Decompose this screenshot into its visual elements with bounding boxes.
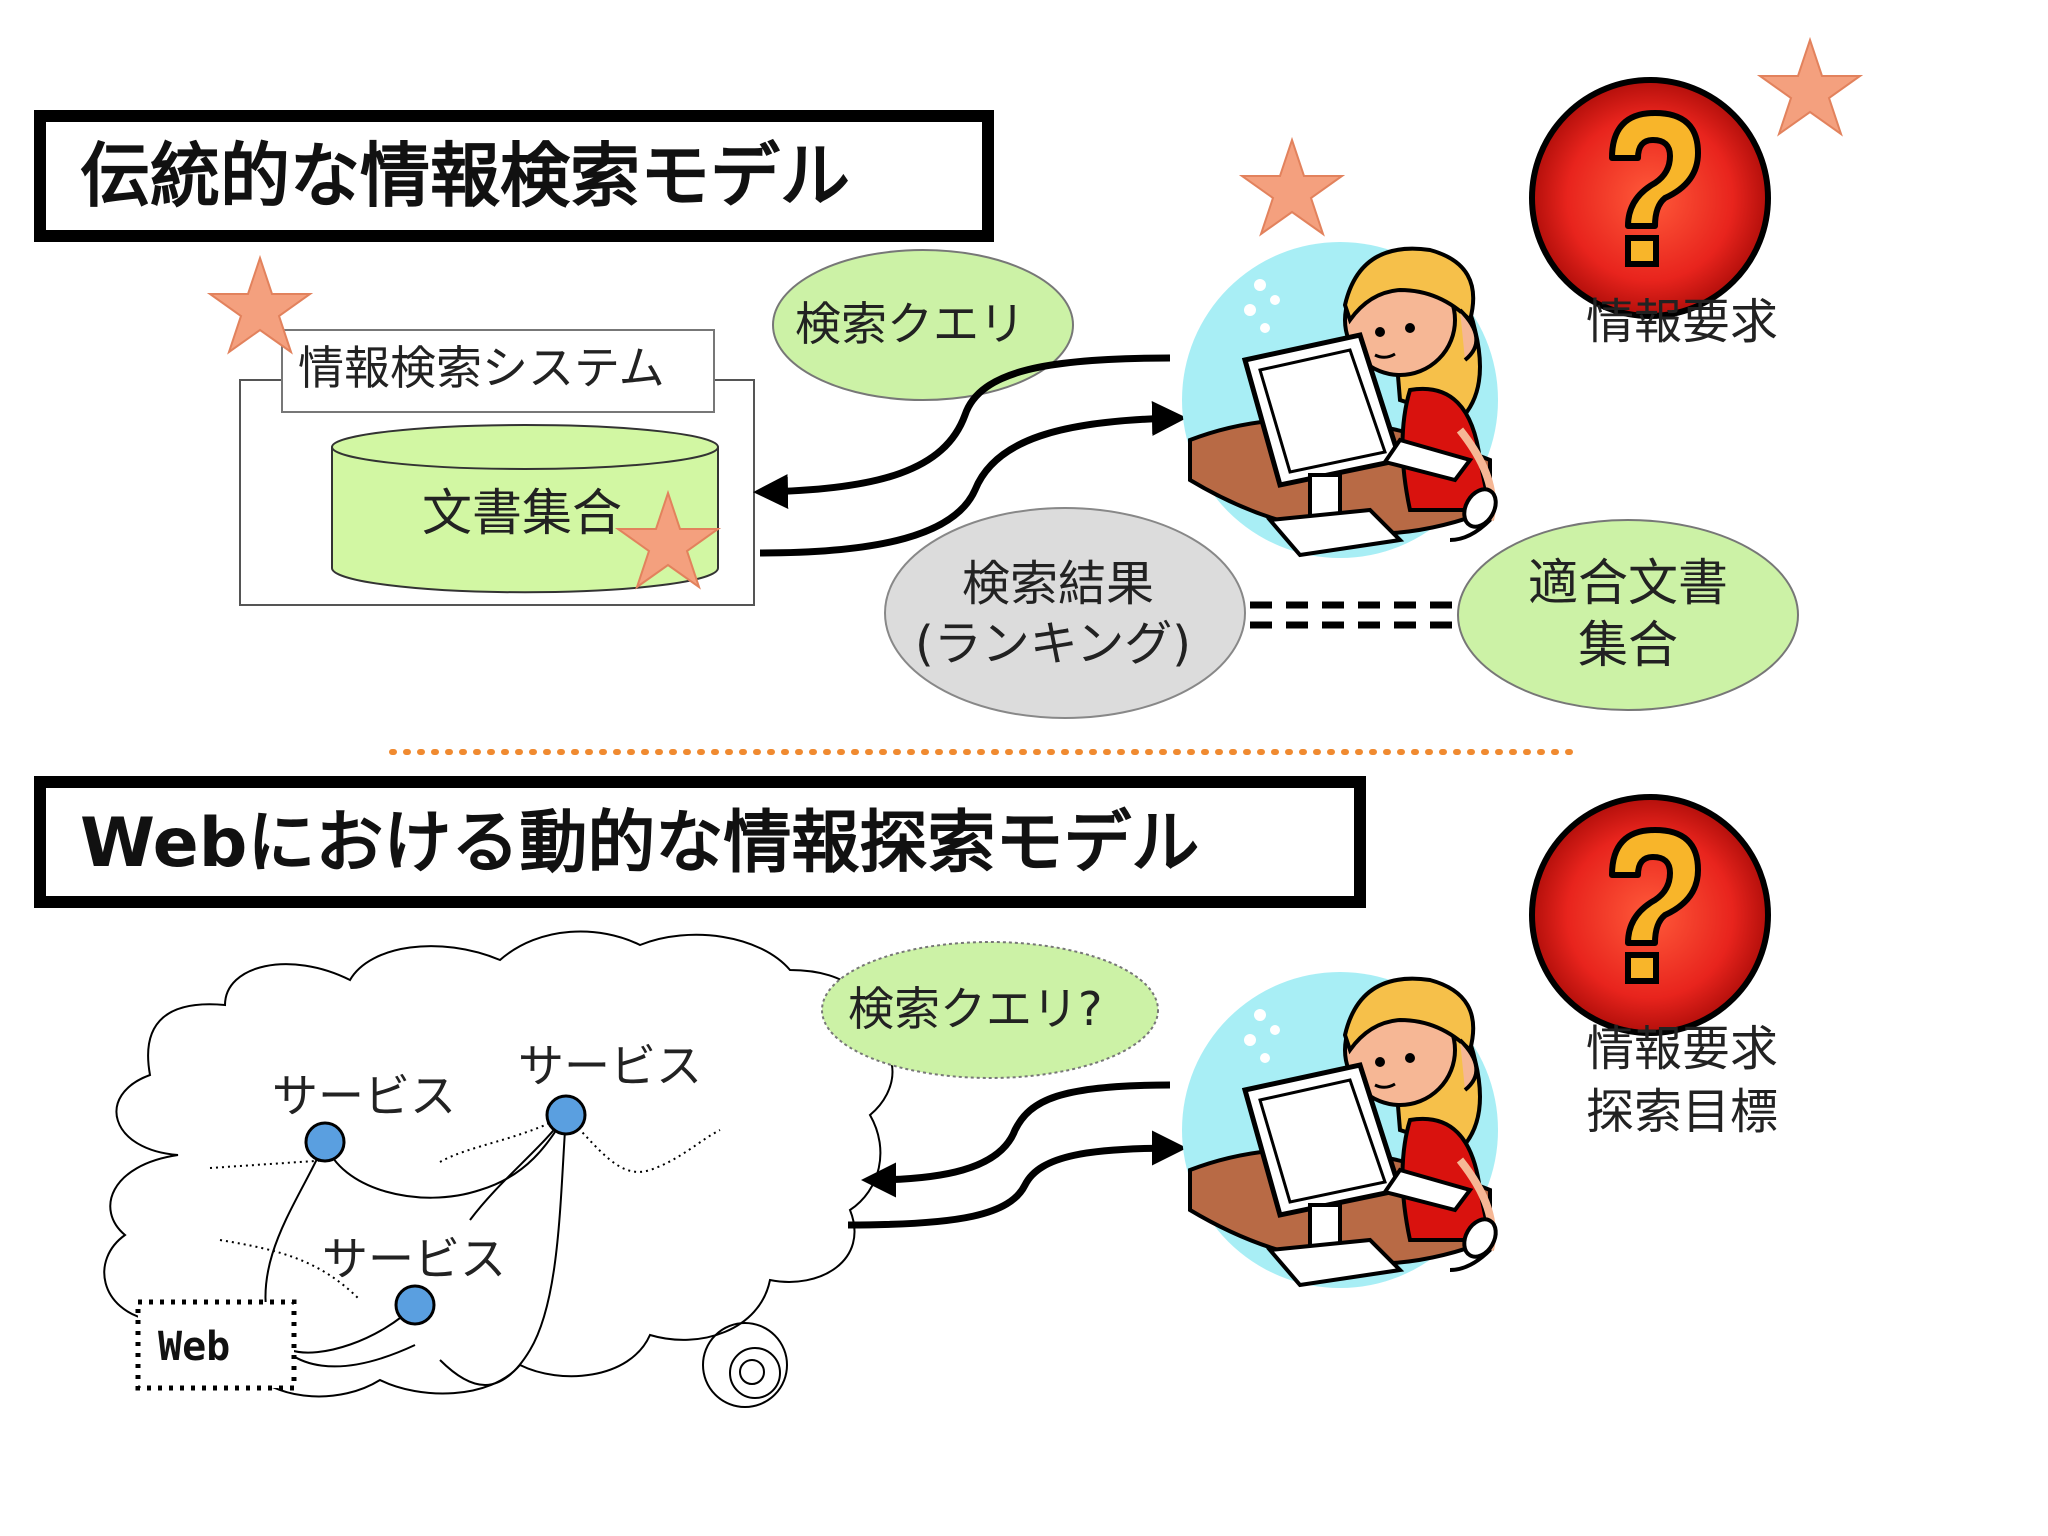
collection-label: 文書集合 <box>422 484 622 542</box>
relevant-label-2: 集合 <box>1578 616 1678 674</box>
need-label: 情報要求 <box>1586 294 1778 350</box>
service-label-1: サービス <box>272 1069 456 1123</box>
user-at-computer-icon <box>1182 972 1502 1288</box>
relevant-label-1: 適合文書 <box>1528 554 1728 612</box>
result-label-2: (ランキング) <box>915 616 1191 672</box>
query-label-uncertain: 検索クエリ? <box>848 982 1102 1036</box>
result-bubble <box>885 508 1245 718</box>
interaction-arrow <box>848 1148 1180 1225</box>
question-icon <box>1532 797 1768 1033</box>
star-icon <box>1760 40 1860 134</box>
spiral-icon <box>703 1323 787 1407</box>
question-icon <box>1532 80 1768 316</box>
star-icon <box>1242 140 1342 234</box>
system-label: 情報検索システム <box>298 341 665 395</box>
need-label-bottom-1: 情報要求 <box>1586 1021 1778 1077</box>
user-at-computer-icon <box>1182 242 1502 558</box>
service-node <box>547 1096 585 1134</box>
bottom-title: Webにおける動的な情報探索モデル <box>80 804 1199 883</box>
relevant-set-bubble <box>1458 520 1798 710</box>
service-label-2: サービス <box>518 1039 702 1093</box>
result-label-1: 検索結果 <box>962 556 1154 612</box>
service-node <box>396 1286 434 1324</box>
need-label-bottom-2: 探索目標 <box>1586 1084 1778 1140</box>
interaction-arrow <box>868 1085 1170 1180</box>
top-title: 伝統的な情報検索モデル <box>80 135 850 217</box>
web-label: Web <box>158 1324 230 1370</box>
service-label-3: サービス <box>322 1232 506 1286</box>
service-node <box>306 1123 344 1161</box>
query-label: 検索クエリ <box>795 297 1025 351</box>
